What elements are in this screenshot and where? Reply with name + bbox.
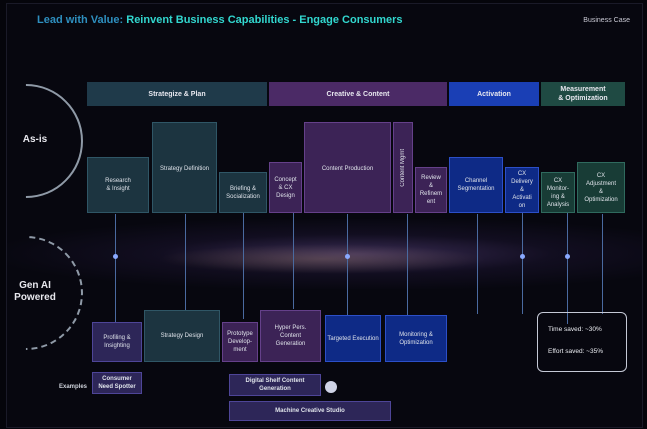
- connector-dot: [520, 254, 525, 259]
- example-machine-creative-studio[interactable]: Machine Creative Studio: [229, 401, 391, 421]
- step-strategy-definition: Strategy Definition: [152, 122, 217, 213]
- connector-line: [522, 204, 523, 314]
- effort-saved: Effort saved: ~35%: [548, 348, 603, 355]
- time-saved: Time saved: ~30%: [548, 326, 602, 333]
- step-concept-cx-design: Concept & CX Design: [269, 162, 302, 213]
- step-briefing-socialization: Briefing & Socialization: [219, 172, 267, 213]
- savings-box: Time saved: ~30% Effort saved: ~35%: [537, 312, 627, 372]
- genai-prototype-development: Prototype Develop- ment: [222, 322, 258, 362]
- connector-dot: [345, 254, 350, 259]
- step-cx-adjustment-optimization: CX Adjustment & Optimization: [577, 162, 625, 213]
- business-case-label: Business Case: [583, 17, 630, 24]
- slide: Lead with Value: Reinvent Business Capab…: [6, 3, 643, 428]
- genai-targeted-execution: Targeted Execution: [325, 315, 381, 362]
- step-cx-delivery-activation: CX Delivery & Activati on: [505, 167, 539, 213]
- genai-profiling-insighting: Profiling & Insighting: [92, 322, 142, 362]
- example-digital-shelf-content-generation[interactable]: Digital Shelf Content Generation: [229, 374, 321, 396]
- phase-activation: Activation: [449, 82, 539, 106]
- step-content-mgmt: Content Mgmt: [393, 122, 413, 213]
- phase-strategize-plan: Strategize & Plan: [87, 82, 267, 106]
- connector-dot: [113, 254, 118, 259]
- step-channel-segmentation: Channel Segmentation: [449, 157, 503, 213]
- step-review-refinement: Review & Refinem ent: [415, 167, 447, 213]
- connector-line: [477, 214, 478, 314]
- connector-line: [407, 214, 408, 319]
- connector-line: [115, 214, 116, 324]
- title-accent: Reinvent Business Capabilities - Engage …: [126, 14, 403, 26]
- background-glow: [7, 219, 642, 289]
- example-consumer-need-spotter[interactable]: Consumer Need Spotter: [92, 372, 142, 394]
- step-cx-monitoring-analysis: CX Monitor- ing & Analysis: [541, 172, 575, 213]
- connector-line: [567, 204, 568, 324]
- background-glow-highlight: [157, 244, 487, 274]
- examples-label: Examples: [59, 384, 88, 390]
- connector-line: [293, 209, 294, 309]
- connector-line: [602, 214, 603, 314]
- gen-ai-label: Gen AI Powered: [14, 280, 56, 303]
- pointer-cursor-icon: [325, 381, 337, 393]
- connector-line: [243, 204, 244, 319]
- genai-monitoring-optimization: Monitoring & Optimization: [385, 315, 447, 362]
- phase-creative-content: Creative & Content: [269, 82, 447, 106]
- step-content-production: Content Production: [304, 122, 391, 213]
- slide-title: Lead with Value: Reinvent Business Capab…: [37, 14, 403, 26]
- connector-line: [185, 214, 186, 314]
- phase-measurement-optimization: Measurement & Optimization: [541, 82, 625, 106]
- as-is-label: As-is: [22, 134, 48, 145]
- step-research-insight: Research & Insight: [87, 157, 149, 213]
- title-plain: Lead with Value:: [37, 14, 127, 26]
- genai-strategy-design: Strategy Design: [144, 310, 220, 362]
- genai-hyper-pers-content-generation: Hyper Pers. Content Generation: [260, 310, 321, 362]
- connector-line: [347, 214, 348, 319]
- step-content-mgmt-label: Content Mgmt: [400, 148, 406, 187]
- connector-dot: [565, 254, 570, 259]
